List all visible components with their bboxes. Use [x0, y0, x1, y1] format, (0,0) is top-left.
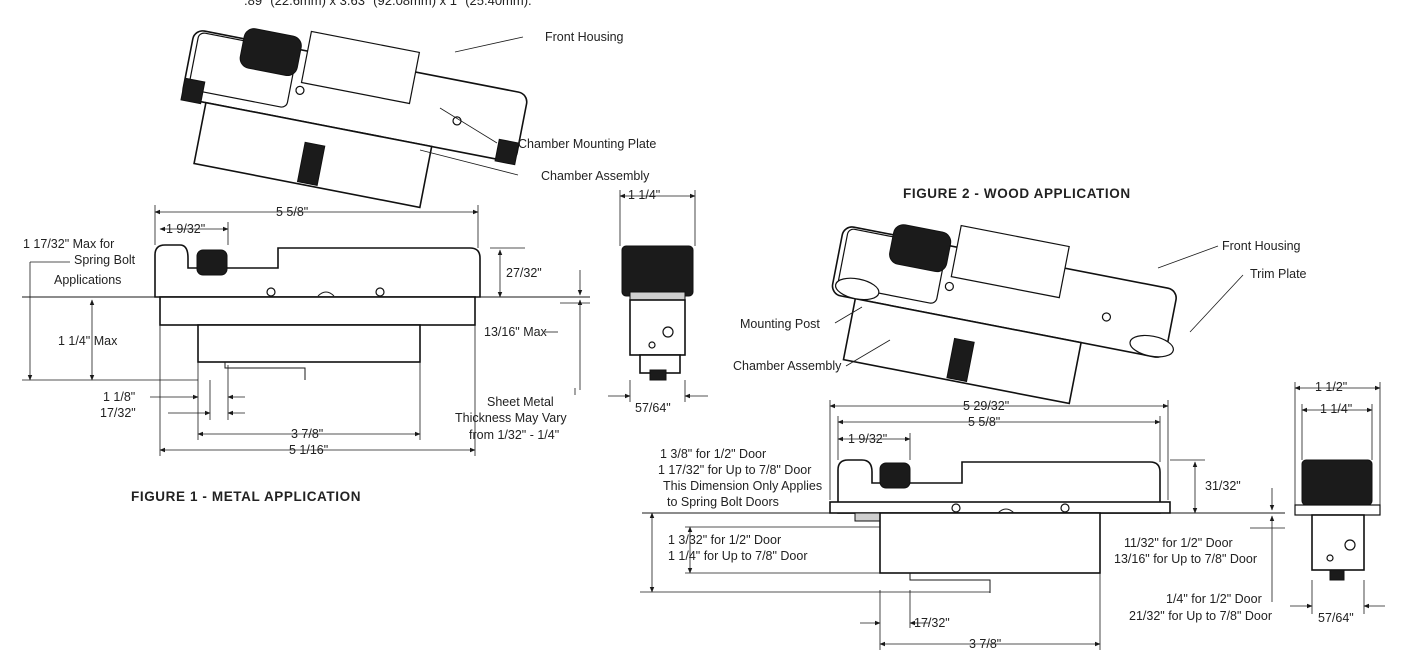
fig1-dim-3-7-8: 3 7/8" [291, 427, 323, 441]
fig2-front-housing-callout: Front Housing [1222, 239, 1301, 253]
fig1-dim-height-top: 27/32" [506, 266, 542, 280]
fig1-spring-bolt-3: Applications [54, 273, 121, 287]
fig2-side-bottom: 57/64" [1318, 611, 1354, 625]
fig1-front-view [22, 244, 590, 380]
fig1-sheet-3: from 1/32" - 1/4" [469, 428, 559, 442]
fig2-dim-3-7-8: 3 7/8" [969, 637, 1001, 651]
fig2-dim-height-top: 31/32" [1205, 479, 1241, 493]
fig2-door-2: 1 17/32" for Up to 7/8" Door [658, 463, 811, 477]
fig1-caption: FIGURE 1 - METAL APPLICATION [131, 489, 361, 504]
fig2-trim-plate-callout: Trim Plate [1250, 267, 1307, 281]
fig1-dim-17-32: 17/32" [100, 406, 136, 420]
fig2-dim-21-32: 21/32" for Up to 7/8" Door [1129, 609, 1272, 623]
fig2-dim-1-1-4: 1 1/4" for Up to 7/8" Door [668, 549, 808, 563]
fig2-dim-13-16: 13/16" for Up to 7/8" Door [1114, 552, 1257, 566]
fig1-chamber-assembly-callout: Chamber Assembly [541, 169, 650, 183]
fig1-side-bottom: 57/64" [635, 401, 671, 415]
fig1-spring-bolt-2: Spring Bolt [74, 253, 136, 267]
fig2-dim-11-32: 11/32" for 1/2" Door [1124, 536, 1233, 550]
fig1-dim-max-1-1-4: 1 1/4" Max [58, 334, 118, 348]
fig2-dim-1-3-32: 1 3/32" for 1/2" Door [668, 533, 781, 547]
fig2-mounting-post-callout: Mounting Post [740, 317, 820, 331]
fig1-chamber-mounting-plate-callout: Chamber Mounting Plate [518, 137, 656, 151]
fig1-sheet-2: Thickness May Vary [455, 411, 567, 425]
fig2-side-view [1290, 382, 1385, 614]
fig2-side-inner: 1 1/4" [1320, 402, 1352, 416]
fig1-front-housing-callout: Front Housing [545, 30, 624, 44]
fig2-dim-overall-width: 5 29/32" [963, 399, 1009, 413]
fig1-dim-1-1-8: 1 1/8" [103, 390, 135, 404]
fig1-dim-offset-a: 1 9/32" [166, 222, 205, 236]
fig1-side-width: 1 1/4" [628, 188, 660, 202]
fig1-dim-max-13-16: 13/16" Max [484, 325, 548, 339]
fig1-side-view [608, 190, 708, 402]
fig1-spring-bolt-1: 1 17/32" Max for [23, 237, 114, 251]
fig2-dim-offset-a: 1 9/32" [848, 432, 887, 446]
fig2-dim-17-32: 17/32" [914, 616, 950, 630]
fig2-door-1: 1 3/8" for 1/2" Door [660, 447, 766, 461]
fig2-side-outer: 1 1/2" [1315, 380, 1347, 394]
fig2-caption: FIGURE 2 - WOOD APPLICATION [903, 186, 1131, 201]
fig1-iso-view [180, 28, 528, 209]
fig1-dim-overall-width: 5 5/8" [276, 205, 308, 219]
fig2-front-view [642, 459, 1285, 593]
fig1-sheet-1: Sheet Metal [487, 395, 554, 409]
fig2-chamber-assembly-callout: Chamber Assembly [733, 359, 842, 373]
fig2-dim-1-4: 1/4" for 1/2" Door [1166, 592, 1262, 606]
fig2-iso-view [831, 224, 1177, 405]
fig1-dim-5-1-16: 5 1/16" [289, 443, 328, 457]
fig2-door-3: This Dimension Only Applies [663, 479, 822, 493]
top-partial-text: .89" (22.6mm) x 3.63" (92.08mm) x 1" (25… [244, 0, 532, 8]
fig2-dim-5-5-8: 5 5/8" [968, 415, 1000, 429]
fig2-door-4: to Spring Bolt Doors [667, 495, 779, 509]
